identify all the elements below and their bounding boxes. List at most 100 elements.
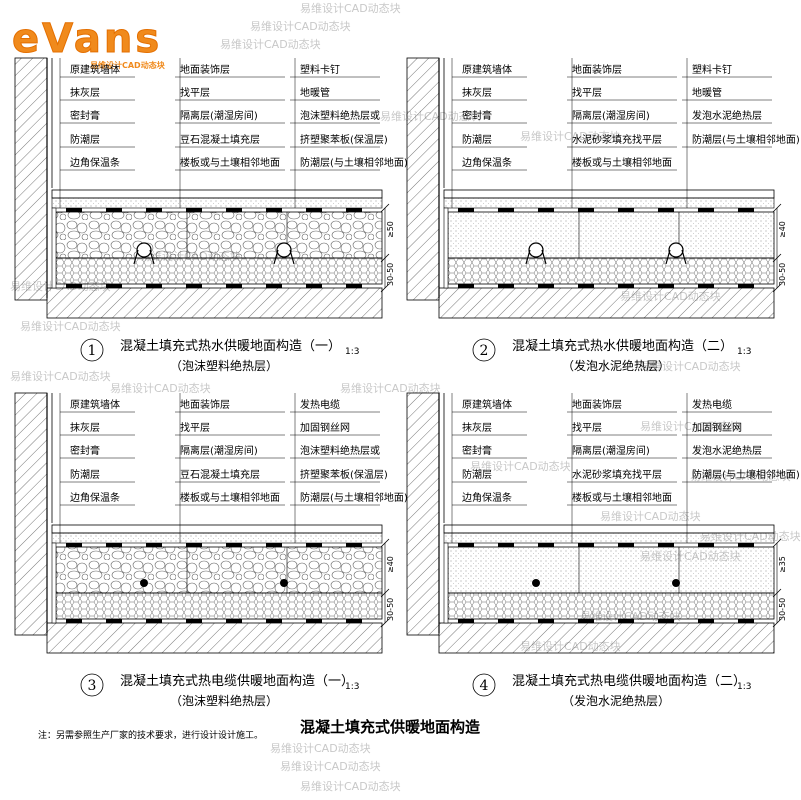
filling-layer (55, 211, 383, 259)
edge-insulation-strip (51, 542, 57, 624)
floor-slab (46, 622, 383, 654)
separator-strip (498, 208, 514, 212)
right-label: 加固钢丝网 (300, 421, 350, 434)
right-label: 发热电缆 (692, 398, 732, 411)
detail-number: 1 (88, 343, 97, 359)
insulation-layer (55, 592, 383, 620)
moisture-strip (346, 284, 362, 288)
design-note: 注：另需参照生产厂家的技术要求，进行设计设计施工。 (38, 729, 263, 741)
dimension-tick (380, 538, 390, 548)
floor-slab (46, 287, 383, 319)
moisture-strip (498, 619, 514, 623)
floor-slab (438, 287, 775, 319)
right-label: 防潮层(与土壤相邻地面) (300, 491, 408, 504)
dimension-tick (380, 588, 390, 598)
right-label: 发热电缆 (300, 398, 340, 411)
left-label: 防潮层 (462, 468, 492, 481)
watermark-text: 易维设计CAD动态块 (340, 382, 441, 395)
separator-strip (266, 543, 282, 547)
dimension-filling: ≥50 (386, 221, 395, 238)
filling-layer (55, 546, 383, 594)
watermark-text: 易维设计CAD动态块 (600, 510, 701, 523)
floor-finish-layer (443, 189, 775, 199)
left-label: 防潮层 (462, 133, 492, 146)
separator-strip (458, 543, 474, 547)
left-label: 密封膏 (462, 444, 492, 457)
mid-label: 隔离层(潮湿房间) (572, 444, 650, 457)
moisture-strip (458, 284, 474, 288)
left-label: 防潮层 (70, 133, 100, 146)
mid-label: 楼板或与土壤相邻地面 (180, 156, 280, 169)
separator-strip (346, 208, 362, 212)
left-label: 密封膏 (462, 109, 492, 122)
dimension-tick (380, 283, 390, 293)
moisture-strip (66, 619, 82, 623)
separator-strip (186, 543, 202, 547)
insulation-layer (447, 592, 775, 620)
mid-label: 找平层 (180, 86, 210, 99)
left-label: 边角保温条 (462, 156, 512, 169)
moisture-strip (266, 284, 282, 288)
heating-cable (532, 579, 540, 587)
left-label: 抹灰层 (70, 86, 100, 99)
moisture-strip (658, 284, 674, 288)
mid-label: 找平层 (180, 421, 210, 434)
mid-label: 地面装饰层 (572, 398, 622, 411)
right-label: 地暖管 (692, 86, 722, 99)
mid-label: 楼板或与土壤相邻地面 (572, 156, 672, 169)
detail-number-circle (80, 338, 104, 362)
dimension-insulation: 30-50 (386, 598, 395, 621)
left-label: 边角保温条 (70, 491, 120, 504)
separator-strip (146, 208, 162, 212)
left-label: 原建筑墙体 (70, 63, 120, 76)
separator-strip (146, 543, 162, 547)
watermark-text: 易维设计CAD动态块 (220, 38, 321, 51)
dimension-insulation: 30-50 (386, 263, 395, 286)
right-label: 塑料卡钉 (692, 63, 732, 76)
heating-pipe (276, 242, 292, 258)
detail-title: 混凝土填充式热水供暖地面构造（一） (120, 338, 341, 354)
mid-label: 找平层 (572, 421, 602, 434)
separator-strip (538, 208, 554, 212)
detail-scale: 1:3 (737, 347, 751, 357)
left-label: 抹灰层 (70, 421, 100, 434)
insulation-layer (55, 257, 383, 285)
separator-strip (578, 543, 594, 547)
moisture-strip (458, 619, 474, 623)
moisture-strip (618, 284, 634, 288)
plastic-clip (525, 249, 547, 265)
dimension-tick (380, 253, 390, 263)
dimension-insulation: 30-50 (778, 598, 787, 621)
separator-strip (738, 543, 754, 547)
detail-number: 3 (88, 678, 97, 694)
moisture-strip (186, 284, 202, 288)
mid-label: 地面装饰层 (180, 398, 230, 411)
separator-strip (538, 543, 554, 547)
dimension-tick (380, 203, 390, 213)
floor-finish-layer (443, 524, 775, 534)
insulation-layer (447, 257, 775, 285)
heating-pipe (528, 242, 544, 258)
wall-section (14, 392, 48, 636)
detail-subtitle: （泡沫塑料绝热层） (170, 358, 278, 373)
separator-strip (346, 543, 362, 547)
moisture-strip (306, 619, 322, 623)
heating-pipe (136, 242, 152, 258)
evans-logo: eVans 易维设计CAD动态块 (12, 16, 166, 71)
detail-1: ≥5030-50原建筑墙体抹灰层密封膏防潮层边角保温条地面装饰层找平层隔离层(潮… (14, 57, 408, 373)
left-label: 防潮层 (70, 468, 100, 481)
dimension-filling: ≥40 (386, 556, 395, 573)
watermark-text: 易维设计CAD动态块 (250, 20, 351, 33)
left-label: 原建筑墙体 (462, 63, 512, 76)
dimension-tick (772, 618, 782, 628)
mid-label: 水泥砂浆填充找平层 (572, 468, 662, 481)
right-label: 挤塑聚苯板(保温层) (300, 468, 388, 481)
moisture-strip (578, 619, 594, 623)
heating-cable (140, 579, 148, 587)
right-label: 发泡水泥绝热层 (692, 444, 762, 457)
filling-layer (447, 546, 775, 594)
watermark-text: 易维设计CAD动态块 (300, 780, 401, 793)
dimension-filling: ≥40 (778, 221, 787, 238)
watermark-text: 易维设计CAD动态块 (300, 2, 401, 15)
moisture-strip (538, 619, 554, 623)
